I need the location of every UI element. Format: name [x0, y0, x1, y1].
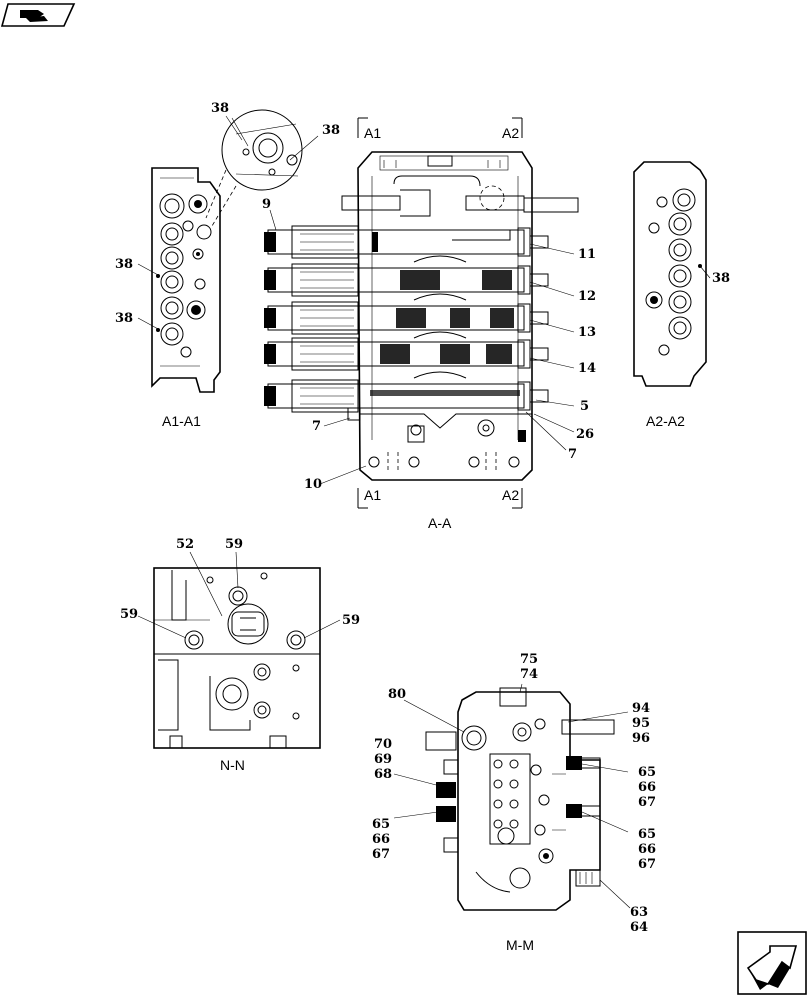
callout-80: 80	[388, 687, 406, 702]
book-icon[interactable]	[0, 3, 76, 27]
next-page-icon[interactable]	[737, 931, 807, 995]
section-mark-a2-top: A2	[502, 125, 519, 141]
callout-65-left: 65	[372, 817, 390, 832]
callout-67-right-upper: 67	[638, 795, 656, 810]
callout-12: 12	[578, 289, 596, 304]
callout-65-right-upper: 65	[638, 765, 656, 780]
spool-rows	[264, 225, 549, 413]
callout-94: 94	[632, 701, 650, 716]
callout-67-left: 67	[372, 847, 390, 862]
callout-95: 95	[632, 716, 650, 731]
callout-14: 14	[578, 361, 596, 376]
section-mark-a1-top: A1	[364, 125, 381, 141]
view-label-a2-a2: A2-A2	[646, 413, 685, 429]
callout-70: 70	[374, 737, 392, 752]
callout-11: 11	[578, 247, 596, 262]
callout-59-left: 59	[120, 607, 138, 622]
callout-96: 96	[632, 731, 650, 746]
view-labels: A1-A1 A2-A2 A-A N-N M-M	[162, 413, 685, 953]
section-mark-a2-bottom: A2	[502, 487, 519, 503]
callout-7-right: 7	[568, 447, 577, 462]
callout-74: 74	[520, 667, 538, 682]
callout-13: 13	[578, 325, 596, 340]
callout-38-detail-top: 38	[211, 101, 229, 116]
callout-66-right-lower: 66	[638, 842, 656, 857]
callout-10: 10	[304, 477, 322, 492]
callouts: 38 38 38 38 38 9 11 12 13 14 5 26 7 7 10…	[115, 101, 730, 935]
callout-69: 69	[374, 752, 392, 767]
view-label-m-m: M-M	[506, 937, 534, 953]
callout-59-top: 59	[225, 537, 243, 552]
view-a-a	[264, 151, 579, 481]
callout-38-detail-right: 38	[322, 123, 340, 138]
view-n-n	[153, 567, 321, 749]
callout-64: 64	[630, 920, 648, 935]
view-m-m	[425, 687, 615, 911]
callout-63: 63	[630, 905, 648, 920]
callout-9: 9	[262, 197, 271, 212]
callout-65-right-lower: 65	[638, 827, 656, 842]
section-mark-a1-bottom: A1	[364, 487, 381, 503]
view-label-a-a: A-A	[428, 515, 452, 531]
callout-52: 52	[176, 537, 194, 552]
callout-38-a2: 38	[712, 271, 730, 286]
callout-7-left: 7	[312, 419, 321, 434]
callout-5: 5	[580, 399, 589, 414]
callout-66-right-upper: 66	[638, 780, 656, 795]
callout-75: 75	[520, 652, 538, 667]
callout-59-right: 59	[342, 613, 360, 628]
callout-38-a1-upper: 38	[115, 257, 133, 272]
view-label-n-n: N-N	[220, 757, 245, 773]
callout-67-right-lower: 67	[638, 857, 656, 872]
callout-26: 26	[576, 427, 594, 442]
callout-68: 68	[374, 767, 392, 782]
leader-lines	[137, 115, 711, 909]
view-a1-a1	[151, 109, 303, 393]
section-marks: A1 A2 A1 A2	[357, 117, 523, 509]
callout-38-a1-lower: 38	[115, 311, 133, 326]
view-a2-a2	[633, 161, 707, 387]
view-label-a1-a1: A1-A1	[162, 413, 201, 429]
callout-66-left: 66	[372, 832, 390, 847]
